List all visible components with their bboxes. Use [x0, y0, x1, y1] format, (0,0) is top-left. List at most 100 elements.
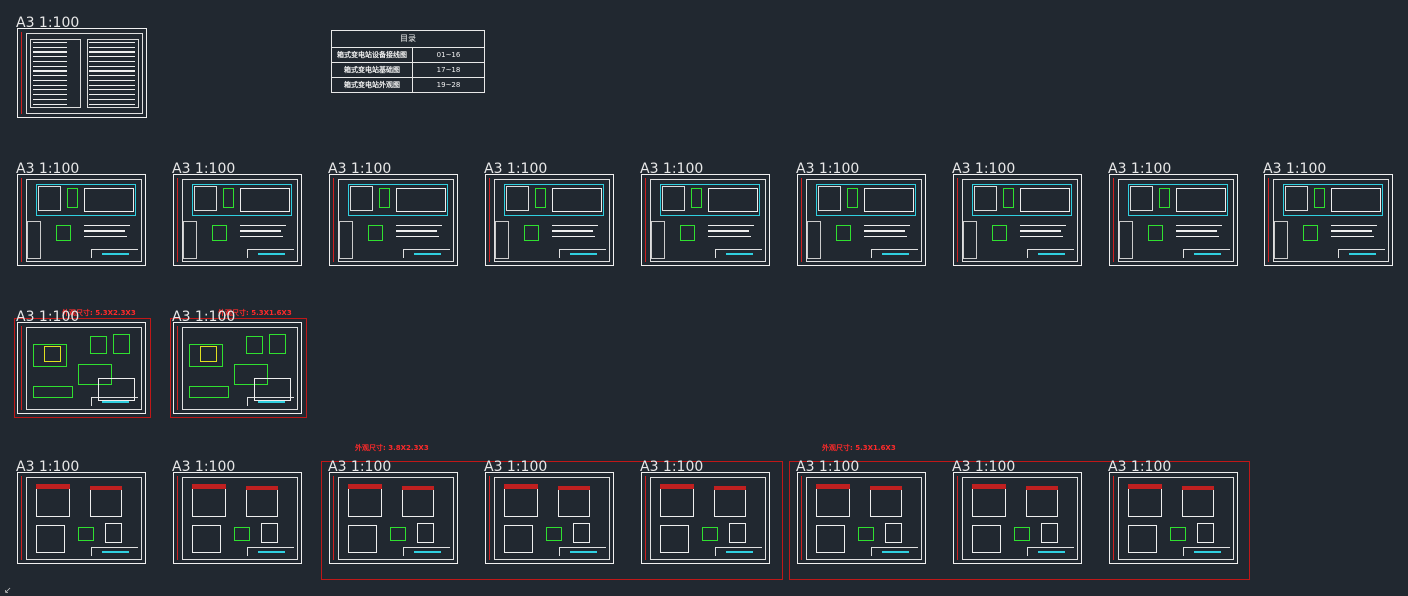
drawing-element	[89, 56, 136, 58]
drawing-element	[36, 484, 71, 489]
drawing-element	[32, 46, 68, 48]
sheet-scale-label: A3 1:100	[640, 161, 704, 177]
drawing-sheet-elevation[interactable]	[1109, 472, 1238, 564]
drawing-sheet-elevation[interactable]	[329, 472, 458, 564]
toc-pages: 17~18	[436, 66, 461, 74]
sheet-scale-label: A3 1:100	[952, 459, 1016, 475]
drawing-element	[1176, 188, 1227, 213]
drawing-element	[864, 235, 908, 238]
drawing-element	[44, 345, 62, 362]
sheet-inner-frame	[338, 179, 454, 262]
drawing-element	[1176, 230, 1218, 232]
drawing-element	[192, 184, 293, 217]
drawing-sheet-elevation[interactable]	[953, 472, 1082, 564]
drawing-element	[36, 484, 71, 517]
drawing-sheet-wiring[interactable]	[329, 174, 458, 266]
drawing-sheet-elevation[interactable]	[17, 472, 146, 564]
drawing-sheet-wiring[interactable]	[1109, 174, 1238, 266]
drawing-sheet-elevation[interactable]	[485, 472, 614, 564]
drawing-element	[557, 486, 590, 517]
drawing-element	[348, 184, 449, 217]
sheet-scale-label: A3 1:100	[16, 15, 80, 31]
drawing-element	[523, 224, 540, 241]
drawing-sheet-wiring[interactable]	[797, 174, 926, 266]
drawing-sheet-elevation[interactable]	[797, 472, 926, 564]
sheet-border-line	[177, 178, 178, 262]
sheet-scale-label: A3 1:100	[328, 161, 392, 177]
drawing-sheet-wiring[interactable]	[641, 174, 770, 266]
drawing-element	[348, 484, 383, 517]
drawing-element	[89, 336, 107, 354]
drawing-element	[1302, 224, 1319, 241]
drawing-element	[1331, 230, 1373, 232]
sheet-inner-frame	[962, 179, 1078, 262]
drawing-element	[89, 98, 136, 100]
drawing-element	[1176, 235, 1220, 238]
drawing-element	[32, 65, 68, 67]
drawing-element	[552, 230, 594, 232]
drawing-element	[89, 51, 136, 53]
sheet-border-line	[21, 32, 22, 114]
drawing-element	[378, 188, 391, 209]
drawing-element	[401, 486, 434, 491]
drawing-element	[660, 484, 695, 517]
sheet-scale-label: A3 1:100	[16, 309, 80, 325]
sheet-border-line	[333, 476, 334, 560]
drawing-sheet-wiring[interactable]	[1264, 174, 1393, 266]
drawing-element	[1020, 230, 1062, 232]
title-block	[1338, 249, 1385, 258]
drawing-element	[89, 89, 136, 91]
layout-frame	[170, 318, 307, 418]
drawing-sheet-elevation[interactable]	[173, 472, 302, 564]
title-block	[403, 249, 450, 258]
sheet-scale-label: A3 1:100	[484, 161, 548, 177]
drawing-sheet-wiring[interactable]	[485, 174, 614, 266]
sheet-inner-frame	[1273, 179, 1389, 262]
drawing-element	[858, 526, 875, 542]
drawing-element	[348, 524, 377, 554]
drawing-sheet-wiring[interactable]	[953, 174, 1082, 266]
drawing-element	[846, 188, 859, 209]
drawing-element	[396, 224, 442, 227]
sheet-inner-frame	[182, 327, 298, 410]
drawing-element	[32, 103, 68, 105]
sheet-border-line	[21, 178, 22, 262]
drawing-element	[86, 38, 139, 109]
sheet-inner-frame	[26, 33, 143, 114]
sheet-scale-label: A3 1:100	[484, 459, 548, 475]
sheet-border-line	[21, 476, 22, 560]
sheet-border-line	[1268, 178, 1269, 262]
drawing-element	[708, 188, 759, 213]
drawing-element	[552, 224, 598, 227]
sheet-inner-frame	[806, 477, 922, 560]
drawing-sheet-foundation[interactable]	[173, 322, 302, 414]
drawing-element	[32, 98, 68, 100]
drawing-element	[89, 486, 122, 491]
drawing-element	[200, 345, 218, 362]
drawing-element	[1014, 526, 1031, 542]
drawing-element	[1119, 220, 1133, 260]
drawing-sheet-wiring[interactable]	[17, 174, 146, 266]
drawing-element	[192, 484, 227, 517]
drawing-sheet-elevation[interactable]	[641, 472, 770, 564]
layout-frame	[321, 461, 783, 580]
drawing-sheet-index[interactable]	[17, 28, 147, 118]
drawing-sheet-foundation[interactable]	[17, 322, 146, 414]
dimension-label: 外观尺寸: 5.3X2.3X3	[62, 309, 136, 317]
toc-title: 目录	[332, 31, 484, 48]
title-block	[559, 249, 606, 258]
sheet-inner-frame	[962, 477, 1078, 560]
drawing-element	[708, 230, 750, 232]
drawing-element	[253, 378, 292, 401]
drawing-sheet-wiring[interactable]	[173, 174, 302, 266]
drawing-element	[89, 103, 136, 105]
sheet-scale-label: A3 1:100	[1108, 161, 1172, 177]
sheet-border-line	[645, 178, 646, 262]
drawing-element	[350, 186, 374, 211]
drawing-element	[713, 486, 746, 491]
drawing-element	[339, 220, 353, 260]
drawing-element	[869, 486, 902, 491]
